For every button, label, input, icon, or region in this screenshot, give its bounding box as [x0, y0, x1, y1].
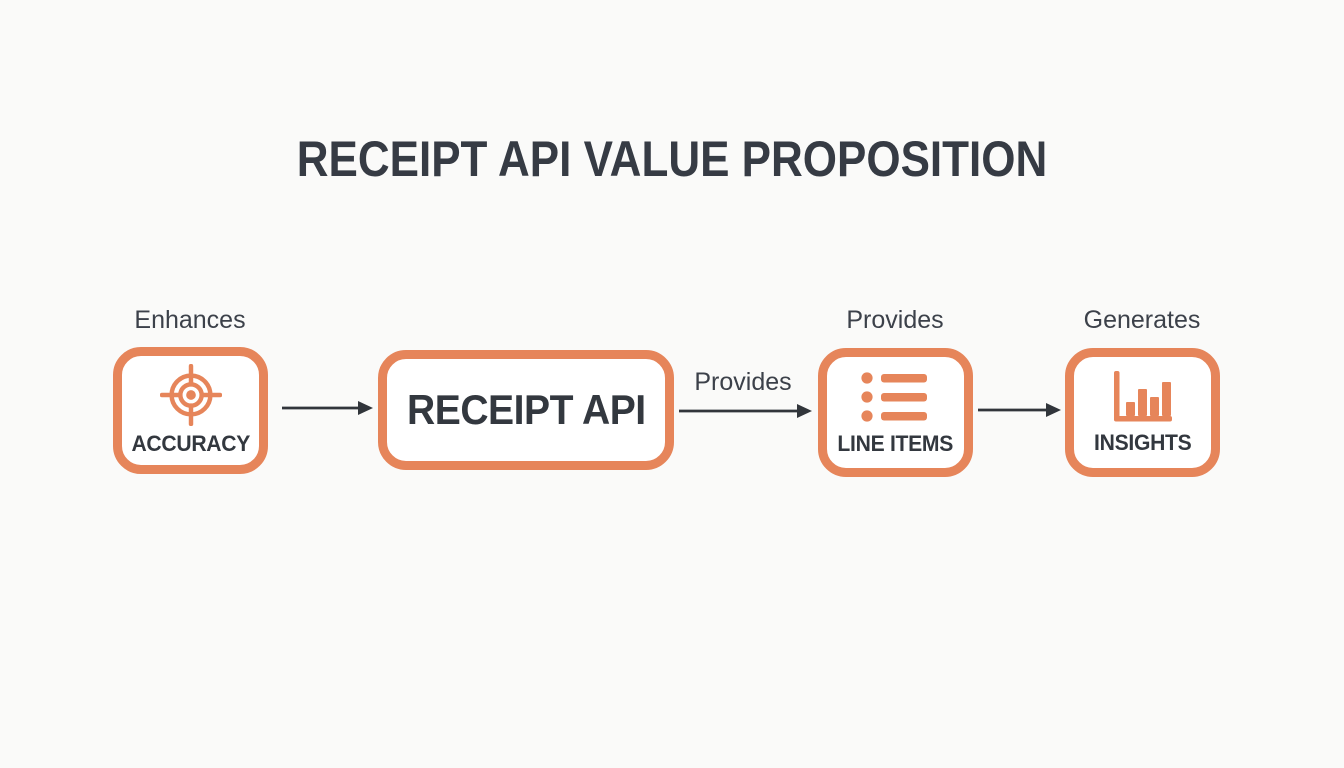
- arrow-accuracy-to-receipt-api: [282, 401, 373, 415]
- node-insights: INSIGHTS: [1065, 348, 1220, 477]
- node-insights-label: INSIGHTS: [1093, 430, 1192, 455]
- node-accuracy-label: ACCURACY: [131, 431, 250, 456]
- arrow-receipt-api-to-line-items: [679, 404, 812, 418]
- list-icon: [860, 371, 927, 422]
- target-icon: [159, 364, 222, 426]
- arrow-line-items-to-insights: [978, 403, 1061, 417]
- node-line-items: LINE ITEMS: [818, 348, 973, 477]
- node-receipt-api-label: RECEIPT API: [406, 386, 646, 433]
- bar-chart-icon: [1113, 371, 1172, 422]
- node-line-items-label: LINE ITEMS: [837, 430, 954, 456]
- annotation-provides: Provides: [846, 306, 944, 334]
- node-accuracy: ACCURACY: [113, 347, 268, 474]
- edge-label-provides: Provides: [694, 368, 792, 396]
- annotation-generates: Generates: [1083, 306, 1201, 334]
- node-receipt-api: RECEIPT API: [378, 350, 674, 470]
- annotation-enhances: Enhances: [134, 306, 246, 334]
- page-title: RECEIPT API VALUE PROPOSITION: [296, 131, 1048, 187]
